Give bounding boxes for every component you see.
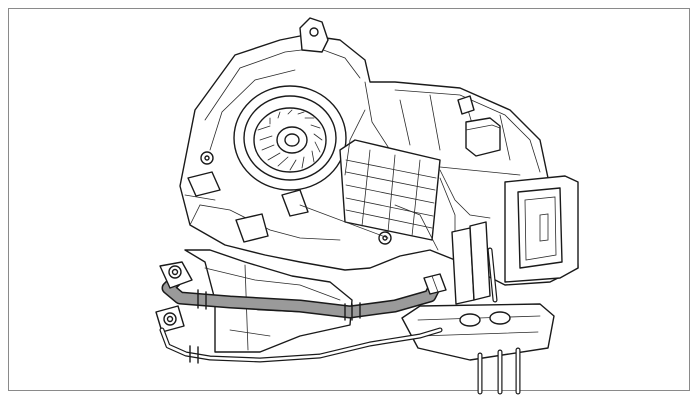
- refrigerant-line: [159, 327, 443, 364]
- heater-core-pipes: [451, 221, 498, 305]
- filter-grid: [339, 139, 441, 241]
- blower-fan: [233, 85, 347, 191]
- outlet-duct: [504, 175, 579, 283]
- heater-plate: [401, 303, 555, 395]
- side-linkage: [187, 151, 392, 245]
- wire-harness: [344, 109, 491, 251]
- hose-clamp: [423, 273, 447, 295]
- actuator-box: [457, 95, 501, 157]
- top-mount-bracket: [299, 17, 329, 53]
- hose-fitting-left: [155, 261, 193, 333]
- refrigerant-hose: [161, 271, 443, 321]
